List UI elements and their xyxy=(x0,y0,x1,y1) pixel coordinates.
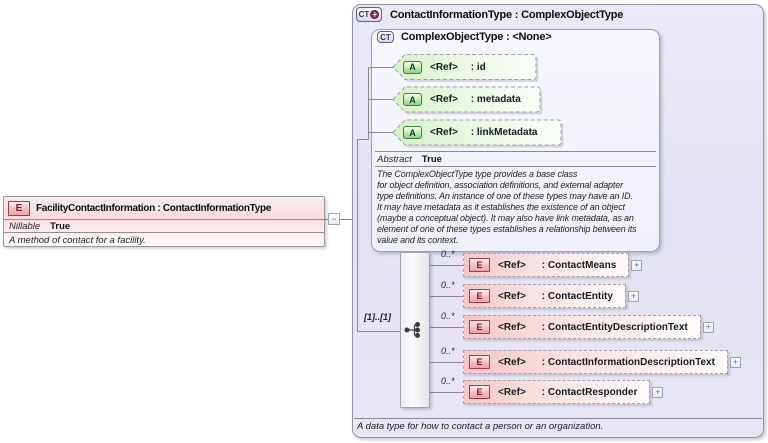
ref-label: <Ref> xyxy=(430,127,458,138)
complex-type-title: ContactInformationType : ComplexObjectTy… xyxy=(390,8,624,21)
ct-icon-label: CT xyxy=(358,10,370,19)
ref-label: <Ref> xyxy=(498,259,526,271)
abstract-value: True xyxy=(421,153,442,165)
element-icon: E xyxy=(8,200,30,216)
extension-plus-icon: + xyxy=(370,10,380,19)
element-ref-box[interactable]: E <Ref> : ContactResponder xyxy=(463,380,651,404)
cardinality-label: 0..* xyxy=(441,311,455,321)
attribute-row-metadata[interactable]: A <Ref> : metadata xyxy=(403,87,521,113)
nillable-label: Nillable xyxy=(9,220,41,232)
element-name: : ContactEntity xyxy=(541,290,613,302)
attribute-name: : id xyxy=(470,61,486,73)
expand-button[interactable]: + xyxy=(631,259,643,271)
cardinality-label: 0..* xyxy=(441,376,455,386)
attribute-row-linkmetadata[interactable]: A <Ref> : linkMetadata xyxy=(403,120,537,146)
base-type-description: The ComplexObjectType type provides a ba… xyxy=(377,169,637,245)
element-ref-box[interactable]: E <Ref> : ContactInformationDescriptionT… xyxy=(463,350,728,374)
complex-type-icon: CT xyxy=(377,31,394,43)
ref-label: <Ref> xyxy=(498,290,526,302)
expand-button[interactable]: + xyxy=(652,386,664,398)
element-declaration-box[interactable]: E FacilityContactInformation : ContactIn… xyxy=(3,196,325,247)
cardinality-label: 0..* xyxy=(441,249,455,259)
element-name: : ContactMeans xyxy=(541,259,617,271)
complex-type-header: CT + ContactInformationType : ComplexObj… xyxy=(356,7,623,22)
attribute-icon: A xyxy=(403,93,422,106)
base-type-title: ComplexObjectType : <None> xyxy=(401,31,552,43)
type-description: A data type for how to contact a person … xyxy=(357,421,604,432)
attribute-name: : metadata xyxy=(470,94,521,105)
expand-button[interactable]: + xyxy=(702,321,714,333)
element-icon: E xyxy=(469,320,490,334)
element-icon: E xyxy=(469,355,490,369)
element-declaration-header: E FacilityContactInformation : ContactIn… xyxy=(4,197,324,220)
element-row-contactentity: 0..* E <Ref> : ContactEntity + xyxy=(441,280,639,308)
attribute-icon: A xyxy=(403,126,422,139)
element-icon: E xyxy=(469,289,490,303)
abstract-label: Abstract xyxy=(377,153,412,165)
element-ref-box[interactable]: E <Ref> : ContactEntity xyxy=(463,284,626,308)
element-row-contactinformationdescriptiontext: 0..* E <Ref> : ContactInformationDescrip… xyxy=(441,346,741,374)
ref-label: <Ref> xyxy=(498,386,526,398)
element-ref-box[interactable]: E <Ref> : ContactMeans xyxy=(463,253,630,277)
element-ref-box[interactable]: E <Ref> : ContactEntityDescriptionText xyxy=(463,315,701,339)
ref-label: <Ref> xyxy=(430,94,458,105)
element-name: : ContactResponder xyxy=(541,386,638,398)
ref-label: <Ref> xyxy=(498,356,526,368)
sequence-cardinality-label: [1]..[1] xyxy=(364,312,391,322)
element-row-contactmeans: 0..* E <Ref> : ContactMeans + xyxy=(441,249,643,277)
base-type-header: CT ComplexObjectType : <None> xyxy=(377,31,552,43)
expand-button[interactable]: + xyxy=(729,356,741,368)
abstract-row: Abstract True xyxy=(377,153,442,165)
ref-label: <Ref> xyxy=(498,321,526,333)
element-icon: E xyxy=(469,385,490,399)
element-description: A method of contact for a facility. xyxy=(9,234,146,246)
nillable-row: Nillable True xyxy=(4,220,324,233)
element-row-contactresponder: 0..* E <Ref> : ContactResponder + xyxy=(441,376,664,404)
element-name: : ContactInformationDescriptionText xyxy=(541,356,715,368)
attribute-icon: A xyxy=(403,60,422,74)
ref-label: <Ref> xyxy=(430,61,458,73)
attribute-name: : linkMetadata xyxy=(470,127,538,138)
complex-type-extension-icon: CT + xyxy=(356,7,382,22)
sequence-icon xyxy=(404,322,421,338)
element-icon: E xyxy=(469,258,490,272)
collapse-toggle-button[interactable]: − xyxy=(328,213,340,225)
expand-button[interactable]: + xyxy=(627,290,639,302)
cardinality-label: 0..* xyxy=(441,280,455,290)
cardinality-label: 0..* xyxy=(441,346,455,356)
attribute-row-id[interactable]: A <Ref> : id xyxy=(403,54,486,80)
element-name: : ContactEntityDescriptionText xyxy=(541,321,688,333)
element-declaration-title: FacilityContactInformation : ContactInfo… xyxy=(36,202,272,214)
nillable-value: True xyxy=(50,220,71,232)
element-row-contactentitydescriptiontext: 0..* E <Ref> : ContactEntityDescriptionT… xyxy=(441,311,714,339)
